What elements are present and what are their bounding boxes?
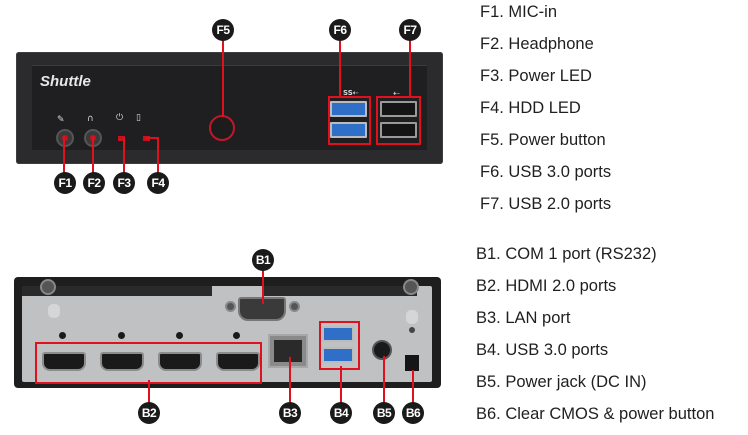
usb3-highlight bbox=[328, 96, 371, 145]
callout-b3: B3 bbox=[279, 402, 301, 424]
callout-f2: F2 bbox=[83, 172, 105, 194]
back-usb3-port-top bbox=[322, 326, 354, 342]
hdd-icon: ▯ bbox=[136, 113, 141, 123]
callout-b6: B6 bbox=[402, 402, 424, 424]
power-led bbox=[118, 136, 125, 141]
headphone-icon: ∩ bbox=[87, 114, 94, 124]
callout-b1: B1 bbox=[252, 249, 274, 271]
legend-item: F4. HDD LED bbox=[480, 99, 581, 117]
legend-item: F1. MIC-in bbox=[480, 3, 558, 21]
usb3-symbol: SS⇠ bbox=[343, 89, 359, 97]
callout-f3: F3 bbox=[113, 172, 135, 194]
foot-left bbox=[48, 304, 60, 318]
legend-item: F2. Headphone bbox=[480, 35, 594, 53]
back-panel-top-lip bbox=[22, 286, 212, 296]
leader-f5 bbox=[222, 40, 224, 117]
usb2-port-bottom bbox=[380, 122, 417, 138]
com-screw-right bbox=[289, 301, 300, 312]
brand-logo: Shuttle bbox=[40, 73, 91, 90]
dc-power-jack bbox=[372, 340, 392, 360]
leader-f6 bbox=[339, 40, 341, 97]
legend-item: B5. Power jack (DC IN) bbox=[476, 373, 647, 391]
callout-b4: B4 bbox=[330, 402, 352, 424]
callout-f1: F1 bbox=[54, 172, 76, 194]
hdmi-port-1 bbox=[42, 352, 86, 371]
leader-b2 bbox=[148, 380, 150, 405]
back-usb3-highlight bbox=[319, 321, 360, 370]
power-button[interactable] bbox=[209, 115, 235, 141]
mic-in-jack bbox=[56, 129, 74, 147]
legend-item: B4. USB 3.0 ports bbox=[476, 341, 609, 359]
led-dot-4 bbox=[233, 332, 240, 339]
legend-item: F6. USB 3.0 ports bbox=[480, 163, 612, 181]
leader-b1 bbox=[262, 270, 264, 304]
legend-item: F3. Power LED bbox=[480, 67, 592, 85]
callout-f6: F6 bbox=[329, 19, 351, 41]
callout-f4: F4 bbox=[147, 172, 169, 194]
usb3-port-bottom bbox=[330, 122, 367, 138]
legend-item: B3. LAN port bbox=[476, 309, 571, 327]
leader-b3 bbox=[289, 357, 291, 405]
leader-f7 bbox=[409, 40, 411, 97]
leader-b4 bbox=[340, 366, 342, 405]
legend-item: F7. USB 2.0 ports bbox=[480, 195, 612, 213]
callout-f5: F5 bbox=[212, 19, 234, 41]
cmos-hole bbox=[409, 327, 415, 333]
callout-b2: B2 bbox=[138, 402, 160, 424]
leader-f1 bbox=[63, 136, 65, 176]
usb2-highlight bbox=[376, 96, 421, 145]
led-dot-1 bbox=[59, 332, 66, 339]
power-icon: ⏻ bbox=[116, 113, 124, 123]
leader-f4-h bbox=[146, 137, 158, 139]
screw-left bbox=[40, 279, 56, 295]
callout-f7: F7 bbox=[399, 19, 421, 41]
led-dot-2 bbox=[118, 332, 125, 339]
hdmi-port-4 bbox=[216, 352, 260, 371]
back-usb3-port-bottom bbox=[322, 347, 354, 363]
hdmi-port-3 bbox=[158, 352, 202, 371]
lan-port-socket bbox=[274, 340, 302, 362]
legend-item: B1. COM 1 port (RS232) bbox=[476, 245, 657, 263]
leader-b6 bbox=[412, 370, 414, 405]
screw-right bbox=[403, 279, 419, 295]
leader-f3 bbox=[123, 138, 125, 176]
usb2-port-top bbox=[380, 101, 417, 117]
legend-item: B2. HDMI 2.0 ports bbox=[476, 277, 617, 295]
led-dot-3 bbox=[176, 332, 183, 339]
foot-right bbox=[406, 310, 418, 324]
hdmi-port-2 bbox=[100, 352, 144, 371]
back-panel-top-lip-right bbox=[262, 286, 417, 296]
callout-b5: B5 bbox=[373, 402, 395, 424]
legend-item: F5. Power button bbox=[480, 131, 606, 149]
leader-b5 bbox=[383, 356, 385, 405]
usb2-symbol: ⇠ bbox=[393, 89, 400, 98]
leader-f4-v bbox=[157, 137, 159, 176]
microphone-icon: ✎ bbox=[57, 115, 65, 125]
cmos-power-header[interactable] bbox=[405, 355, 419, 371]
com-screw-left bbox=[225, 301, 236, 312]
leader-f2 bbox=[92, 136, 94, 176]
usb3-port-top bbox=[330, 101, 367, 117]
legend-item: B6. Clear CMOS & power button bbox=[476, 405, 715, 423]
